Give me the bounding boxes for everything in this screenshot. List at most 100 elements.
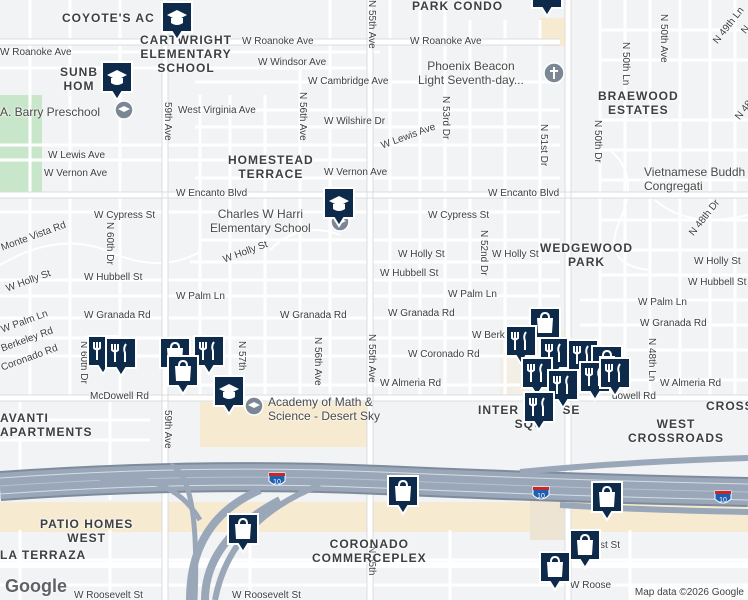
restaurant-pin-icon[interactable]	[104, 336, 138, 378]
street-label: N 51st Dr	[538, 124, 549, 167]
school-pin-icon[interactable]	[100, 60, 134, 102]
street-label: W Cypress St	[428, 210, 490, 221]
street-label: W Granada Rd	[280, 310, 347, 321]
shopping-pin-icon[interactable]	[386, 474, 420, 516]
street-label: W Holly St	[398, 249, 445, 260]
poi-label[interactable]: Phoenix Beacon Light Seventh-day...	[418, 59, 524, 87]
shopping-pin-icon[interactable]	[530, 0, 564, 18]
street-label: W Vernon Ave	[324, 167, 388, 178]
street-label: W Almeria Rd	[660, 378, 722, 389]
street-label: W Palm Ln	[176, 291, 225, 302]
area-label: PATIO HOMES WEST	[40, 517, 134, 545]
street-label: N 55th Ave	[366, 0, 377, 49]
shopping-pin-icon[interactable]	[166, 354, 200, 396]
street-label: McDowell Rd	[90, 391, 149, 402]
area-label: PARK CONDO	[412, 0, 504, 13]
shopping-pin-icon[interactable]	[568, 528, 602, 570]
area-label: HOMESTEAD TERRACE	[228, 153, 314, 181]
street-label: W Windsor Ave	[258, 57, 327, 68]
street-label: W Roanoke Ave	[410, 36, 482, 47]
street-label: W Encanto Blvd	[176, 188, 248, 199]
school-pin-icon[interactable]	[212, 374, 246, 416]
area-label: WEDGEWOOD PARK	[540, 241, 633, 269]
restaurant-pin-icon[interactable]	[504, 324, 538, 366]
area-label: LA TERRAZA	[0, 548, 87, 562]
area-label: COYOTE'S AC	[62, 11, 155, 25]
street-label: W Berk	[472, 330, 505, 341]
street-label: W Holly St	[694, 256, 741, 267]
street-label: W Roanoke Ave	[0, 47, 72, 58]
street-label: W Hubbell St	[688, 277, 747, 288]
street-label: st St	[600, 540, 621, 551]
street-label: W Cambridge Ave	[308, 76, 389, 87]
street-label: W Roanoke Ave	[242, 36, 314, 47]
i10-shield-label: 10	[719, 497, 727, 504]
school-pin-icon[interactable]	[160, 0, 194, 42]
shopping-pin-icon[interactable]	[226, 512, 260, 554]
street-label: W Roose	[570, 580, 612, 591]
street-label: W Vernon Ave	[44, 168, 108, 179]
poi-label[interactable]: Academy of Math & Science - Desert Sky	[268, 395, 381, 423]
area-label: BRAEWOOD ESTATES	[598, 89, 679, 117]
street-label: 59th Ave	[162, 102, 173, 141]
poi-label[interactable]: Charles W Harri Elementary School	[210, 207, 311, 235]
area-label: AVANTI APARTMENTS	[0, 411, 93, 439]
street-label: W Encanto Blvd	[488, 188, 560, 199]
street-label: W Coronado Rd	[408, 349, 480, 360]
church-icon[interactable]	[543, 62, 565, 84]
shopping-pin-icon[interactable]	[538, 550, 572, 592]
street-label: W Palm Ln	[448, 289, 497, 300]
i10-shield-label: 10	[273, 479, 281, 486]
area-label: SUNB HOM	[60, 65, 99, 93]
restaurant-pin-icon[interactable]	[546, 368, 580, 410]
street-label: W Hubbell St	[380, 268, 439, 279]
interstate-shield-icon: 10	[268, 472, 286, 486]
interstate-shield-icon: 10	[532, 486, 550, 500]
street-label: N 55th Ave	[366, 334, 377, 383]
street-label: W Palm Ln	[638, 297, 687, 308]
street-label: W Holly St	[492, 249, 539, 260]
street-label: N 56th Ave	[312, 337, 323, 386]
poi-label[interactable]: Vietnamese Buddh Congregati	[644, 165, 746, 193]
restaurant-pin-icon[interactable]	[598, 356, 632, 398]
street-label: N 60th Dr	[104, 222, 115, 265]
restaurant-pin-icon[interactable]	[192, 334, 226, 376]
street-label: N 48th Ln	[646, 338, 657, 382]
street-label: N 52nd Dr	[478, 230, 489, 276]
poi-label[interactable]: A. Barry Preschool	[0, 105, 101, 119]
school-icon[interactable]	[244, 396, 264, 416]
street-label: W Cypress St	[94, 210, 156, 221]
area-label: WEST CROSSROADS	[628, 417, 725, 445]
school-icon[interactable]	[114, 100, 134, 120]
street-label: N 57th	[236, 341, 247, 371]
i10-shield-label: 10	[537, 493, 545, 500]
street-label: W Granada Rd	[388, 308, 455, 319]
street-label: dowell Rd	[612, 391, 656, 402]
street-label: W Lewis Ave	[48, 150, 106, 161]
street-label: N 50th Ln	[620, 42, 631, 86]
street-label: W Granada Rd	[640, 318, 707, 329]
street-label: N 50th Dr	[592, 120, 603, 163]
interstate-shield-icon: 10	[714, 490, 732, 504]
school-pin-icon[interactable]	[322, 186, 356, 228]
shopping-pin-icon[interactable]	[590, 480, 624, 522]
street-label: N 50th Ave	[658, 14, 669, 63]
street-label: W Granada Rd	[84, 310, 151, 321]
street-label: 59th Ave	[162, 410, 173, 449]
google-logo[interactable]: Google	[5, 576, 67, 596]
street-label: W Almeria Rd	[380, 378, 442, 389]
restaurant-pin-icon[interactable]	[522, 390, 556, 432]
area-label: CARTWRIGHT ELEMENTARY SCHOOL	[140, 33, 232, 75]
street-label: W Roosevelt St	[74, 590, 143, 600]
street-label: W Wilshire Dr	[324, 116, 386, 127]
street-label: West Virginia Ave	[178, 105, 256, 116]
map-credit[interactable]: Map data ©2026 Google	[630, 585, 748, 600]
street-label: N 56th Ave	[297, 92, 308, 141]
area-label: CROSS	[706, 399, 748, 413]
street-label: W Hubbell St	[84, 272, 143, 283]
area-label: CORONADO COMMERCEPLEX	[312, 537, 427, 565]
street-label: N 53rd Dr	[440, 96, 451, 140]
street-label: W Roosevelt St	[232, 590, 301, 600]
